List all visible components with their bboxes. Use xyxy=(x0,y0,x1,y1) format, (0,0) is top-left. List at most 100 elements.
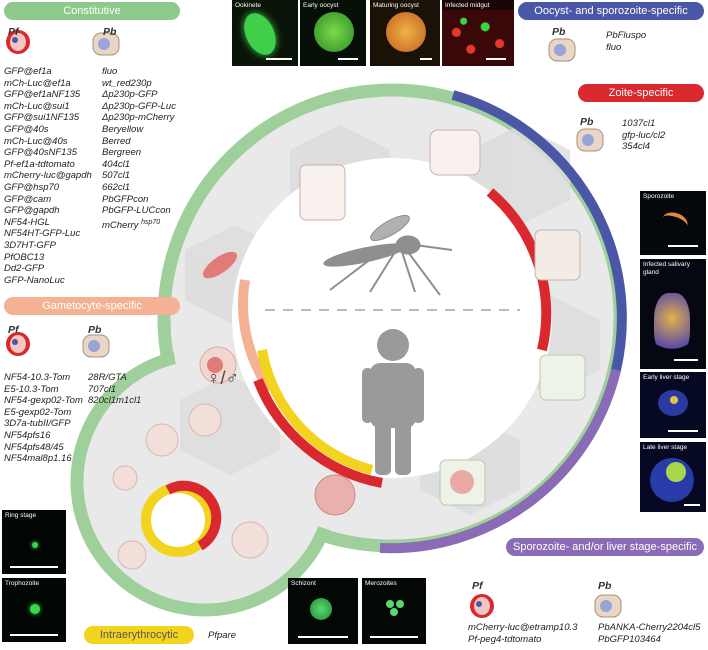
zoite-pb-list: 1037cl1 gfp-luc/cl2 354cl4 xyxy=(622,118,665,153)
list-item: Δp230p-mCherry xyxy=(102,112,175,124)
pf-parasite-icon xyxy=(4,28,32,56)
list-item: NF54pfs16 xyxy=(4,429,51,441)
sporozoite-liver-pf-list: mCherry-luc@etramp10.3 Pf-peg4-tdtomato xyxy=(468,622,577,645)
category-oocyst-sporozoite: Oocyst- and sporozoite-specific xyxy=(518,2,704,20)
list-item: Bergreen xyxy=(102,147,142,159)
list-item: 662cl1 xyxy=(102,181,130,193)
gametocyte-pf-list: NF54-10.3-Tom E5-10.3-Tom NF54-gexp02-To… xyxy=(4,372,83,465)
micrograph-infected-salivary-gland: Infected salivary gland xyxy=(640,259,706,369)
list-item: 820cl1m1cl1 xyxy=(88,395,142,407)
list-item: mCh-Luc@ef1a xyxy=(4,77,71,89)
micrograph-ring-stage: Ring stage xyxy=(2,510,66,574)
gametocyte-arc xyxy=(238,279,275,393)
list-item: 3D7HT-GFP xyxy=(4,239,56,251)
sporozoite-liver-arc xyxy=(379,368,621,554)
zoite-arc-small xyxy=(165,480,222,551)
list-item: Δp230p-GFP-Luc xyxy=(102,100,176,112)
list-item: GFP@40sNF135 xyxy=(4,147,78,159)
list-item: mCherry hsp70 xyxy=(102,218,161,231)
list-item: NF54-gexp02-Tom xyxy=(4,395,83,407)
category-zoite: Zoite-specific xyxy=(578,84,704,102)
list-item: 28R/GTA xyxy=(88,372,127,383)
list-item: 707cl1 xyxy=(88,383,116,395)
micrograph-infected-midgut: Infected midgut xyxy=(442,0,514,66)
micrograph-maturing-oocyst: Maturing oocyst xyxy=(370,0,440,66)
host-area xyxy=(232,158,552,478)
list-item: wt_red230p xyxy=(102,77,152,89)
sporozoite-liver-pb-list: PbANKA-Cherry2204cl5 PbGFP103464 xyxy=(598,622,700,645)
list-item: NF54HT-GFP-Luc xyxy=(4,228,81,240)
pf-label: Pf xyxy=(472,580,483,592)
mosquito-icon xyxy=(323,214,453,296)
category-constitutive: Constitutive xyxy=(4,2,180,20)
zoite-arc-lower xyxy=(253,378,383,488)
list-item: Pf-ef1a-tdtomato xyxy=(4,158,75,170)
pb-parasite-icon xyxy=(82,334,110,358)
micrograph-ookinete: Ookinete xyxy=(232,0,298,66)
list-item: GFP@ef1a xyxy=(4,66,52,77)
list-item: GFP@sui1NF135 xyxy=(4,112,80,124)
list-item: NF54mal8p1.16 xyxy=(4,453,72,465)
list-item: Berred xyxy=(102,135,131,147)
list-item: 404cl1 xyxy=(102,158,130,170)
list-item: mCh-Luc@sui1 xyxy=(4,100,70,112)
list-item: Pf-peg4-tdtomato xyxy=(468,633,542,645)
micrograph-schizont: Schizont xyxy=(288,578,358,644)
list-item: mCh-Luc@40s xyxy=(4,135,68,147)
list-item: gfp-luc/cl2 xyxy=(622,129,666,141)
intraerythrocytic-arc-large xyxy=(257,349,374,475)
list-item: NF54-10.3-Tom xyxy=(4,372,71,383)
list-item: mCherry-luc@gapdh xyxy=(4,170,92,182)
list-item: PbGFPcon xyxy=(102,193,149,205)
list-item: Δp230p-GFP xyxy=(102,89,158,101)
pf-parasite-icon xyxy=(468,592,496,620)
list-item: GFP-NanoLuc xyxy=(4,274,65,286)
list-item: NF54-HGL xyxy=(4,216,50,228)
human-icon xyxy=(362,329,424,475)
list-item: Beryellow xyxy=(102,123,144,135)
category-sporozoite-liver: Sporozoite- and/or liver stage-specific xyxy=(506,538,704,556)
micrograph-sporozoite: Sporozoite xyxy=(640,191,706,255)
micrograph-early-oocyst: Early oocyst xyxy=(300,0,366,66)
pb-label: Pb xyxy=(598,580,612,592)
pb-parasite-icon xyxy=(548,38,576,62)
list-item: GFP@ef1aNF135 xyxy=(4,89,81,101)
pb-label: Pb xyxy=(552,26,566,38)
list-item: GFP@40s xyxy=(4,123,49,135)
micrograph-early-liver-stage: Early liver stage xyxy=(640,372,706,438)
list-item: 3D7a-tubII/GFP xyxy=(4,418,71,430)
category-intraerythrocytic: Intraerythrocytic xyxy=(84,626,194,644)
list-item: Pfpare xyxy=(208,630,236,641)
list-item: PbGFP-LUCcon xyxy=(102,205,171,217)
list-item: 507cl1 xyxy=(102,170,130,182)
oocyst-sporozoite-arc xyxy=(451,90,627,372)
pf-label: Pf xyxy=(8,26,19,38)
pf-parasite-icon xyxy=(4,330,32,358)
pb-parasite-icon xyxy=(92,32,120,56)
micrograph-late-liver-stage: Late liver stage xyxy=(640,442,706,512)
category-gametocyte: Gametocyte-specific xyxy=(4,297,180,315)
sex-symbols: ♀/♂ xyxy=(207,368,240,388)
pf-label: Pf xyxy=(8,324,19,336)
list-item: GFP@hsp70 xyxy=(4,181,60,193)
list-item: 354cl4 xyxy=(622,141,650,153)
pb-label: Pb xyxy=(580,116,594,128)
list-item: E5-gexp02-Tom xyxy=(4,406,72,418)
list-item: GFP@gapdh xyxy=(4,205,60,217)
pb-label: Pb xyxy=(103,26,117,38)
constitutive-pb-list: fluo wt_red230p Δp230p-GFP Δp230p-GFP-Lu… xyxy=(102,66,176,231)
micrograph-merozoites: Merozoites xyxy=(362,578,426,644)
oocyst-pb-list: PbFluspo fluo xyxy=(606,30,646,53)
list-item: GFP@cam xyxy=(4,193,52,205)
list-item: PfOBC13 xyxy=(4,251,45,263)
list-item: fluo xyxy=(102,66,118,77)
list-item: PbFluspo xyxy=(606,30,647,41)
list-item: E5-10.3-Tom xyxy=(4,383,59,395)
pb-parasite-icon xyxy=(576,128,604,152)
list-item: mCherry-luc@etramp10.3 xyxy=(468,622,578,633)
pb-label: Pb xyxy=(88,324,102,336)
micrograph-trophozoite: Trophozoite xyxy=(2,578,66,642)
list-item: PbGFP103464 xyxy=(598,633,661,645)
constitutive-pf-list: GFP@ef1a mCh-Luc@ef1a GFP@ef1aNF135 mCh-… xyxy=(4,66,92,286)
